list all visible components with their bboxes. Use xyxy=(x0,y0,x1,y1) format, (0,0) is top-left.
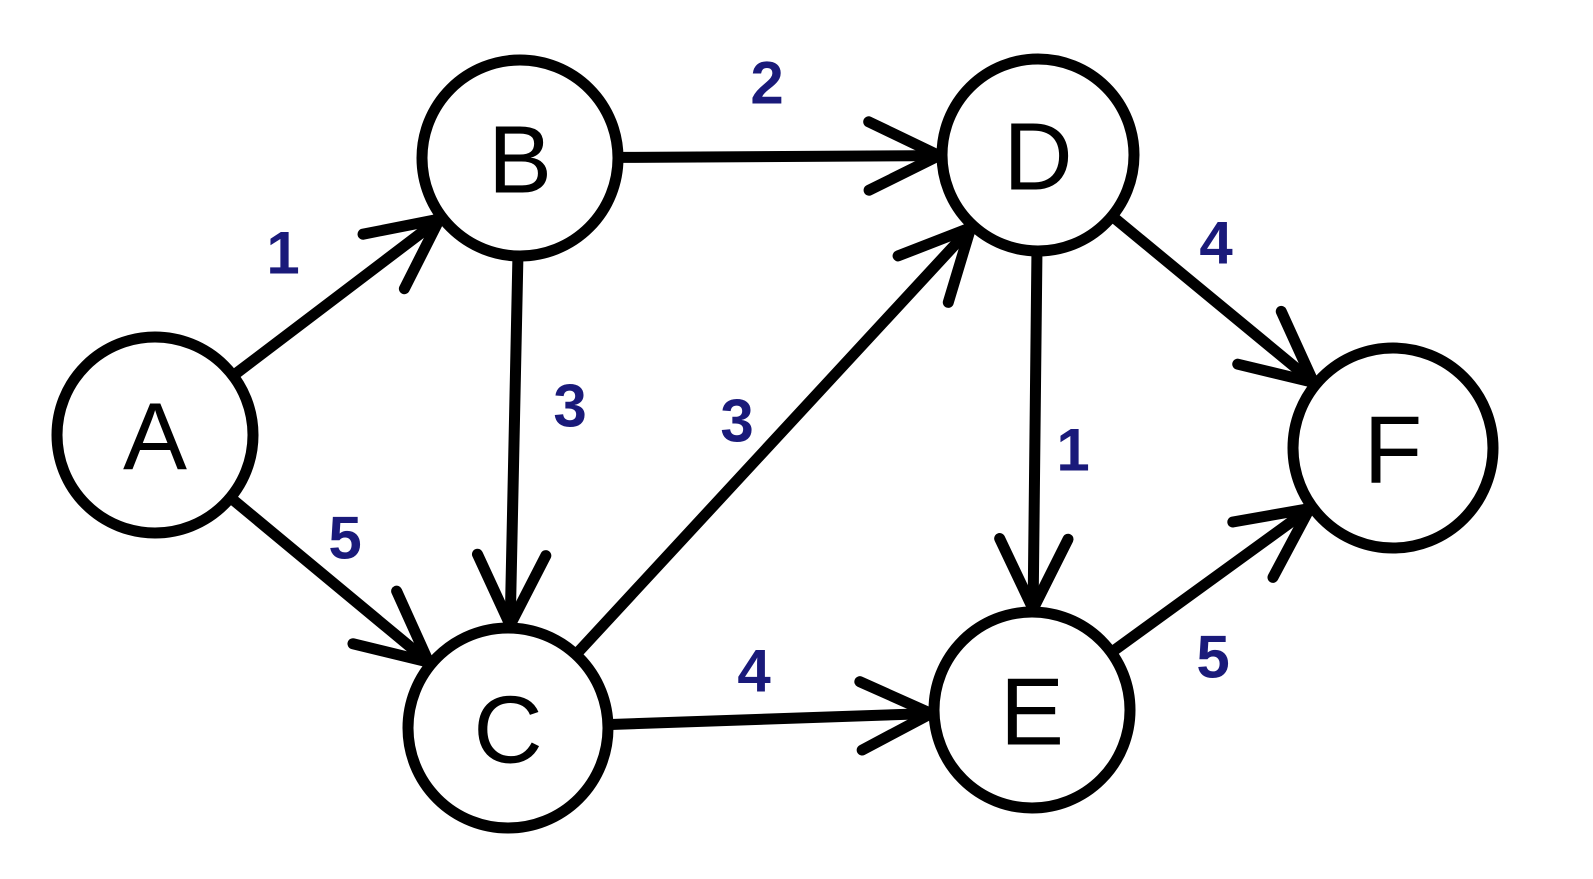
arrowhead-c-to-e-barb-1 xyxy=(856,707,937,756)
node-c[interactable]: C xyxy=(402,622,614,834)
node-e-label: E xyxy=(1000,659,1064,766)
arrowhead-d-to-f-barb-1 xyxy=(1232,358,1320,388)
edge-a-to-c xyxy=(227,494,435,668)
edge-d-to-f xyxy=(1108,212,1320,388)
edge-weight-d-f: 4 xyxy=(1199,210,1233,277)
arrowhead-a-to-c-barb-2 xyxy=(391,585,435,668)
arrowhead-c-to-d-barb-2 xyxy=(892,222,977,262)
arrowhead-c-to-e-barb-2 xyxy=(854,676,937,719)
arrowhead-a-to-c-barb-1 xyxy=(347,638,435,668)
edge-c-to-e xyxy=(605,707,937,730)
node-f[interactable]: F xyxy=(1287,342,1499,554)
edges-layer xyxy=(227,150,1320,730)
node-a-circle[interactable] xyxy=(51,331,259,539)
node-b[interactable]: B xyxy=(416,54,624,262)
arrowhead-d-to-f-barb-2 xyxy=(1275,305,1320,388)
edge-b-to-c xyxy=(504,253,524,631)
arrowhead-e-to-f-barb-2 xyxy=(1227,502,1316,528)
arrowhead-e-to-f-barb-1 xyxy=(1267,502,1316,583)
arrowhead-b-to-d-barb-2 xyxy=(863,116,945,162)
node-b-circle[interactable] xyxy=(416,54,624,262)
arrowhead-d-to-e-barb-2 xyxy=(1027,533,1074,615)
node-f-circle[interactable] xyxy=(1287,342,1499,554)
edge-d-to-e xyxy=(1027,248,1043,615)
edge-e-to-f xyxy=(1108,502,1316,657)
node-c-label: C xyxy=(473,677,542,784)
node-d[interactable]: D xyxy=(936,53,1140,257)
node-d-circle[interactable] xyxy=(936,53,1140,257)
edge-weight-d-e: 1 xyxy=(1056,417,1089,484)
arrowhead-a-to-b-barb-1 xyxy=(398,213,446,295)
node-d-label: D xyxy=(1003,104,1072,211)
edge-c-to-d xyxy=(572,222,977,658)
edge-weight-c-e: 4 xyxy=(737,638,771,705)
edge-weight-b-d: 2 xyxy=(750,50,783,117)
arrowhead-c-to-d-barb-1 xyxy=(942,222,977,308)
edge-weight-a-b: 1 xyxy=(266,220,299,287)
node-f-label: F xyxy=(1364,397,1423,504)
weight-labels-layer: 1 5 2 3 3 4 1 4 5 xyxy=(266,50,1233,705)
node-b-label: B xyxy=(488,107,552,214)
node-c-circle[interactable] xyxy=(402,622,614,834)
arrowhead-b-to-c-barb-1 xyxy=(471,548,516,631)
edge-weight-a-c: 5 xyxy=(328,505,361,572)
arrowheads-layer xyxy=(347,116,1320,756)
arrowhead-b-to-c-barb-2 xyxy=(504,550,552,631)
arrowhead-d-to-e-barb-1 xyxy=(994,533,1039,615)
node-e-circle[interactable] xyxy=(928,606,1136,814)
node-a-label: A xyxy=(123,384,187,491)
edge-weight-c-d: 3 xyxy=(720,388,753,455)
node-e[interactable]: E xyxy=(928,606,1136,814)
edge-weight-b-c: 3 xyxy=(553,373,586,440)
edge-b-to-d xyxy=(615,150,945,163)
arrowhead-a-to-b-barb-2 xyxy=(357,213,446,240)
edge-weight-e-f: 5 xyxy=(1196,624,1229,691)
nodes-layer: A B C D E F xyxy=(51,53,1499,834)
arrowhead-b-to-d-barb-1 xyxy=(863,150,945,196)
node-a[interactable]: A xyxy=(51,331,259,539)
edge-a-to-b xyxy=(229,213,446,380)
